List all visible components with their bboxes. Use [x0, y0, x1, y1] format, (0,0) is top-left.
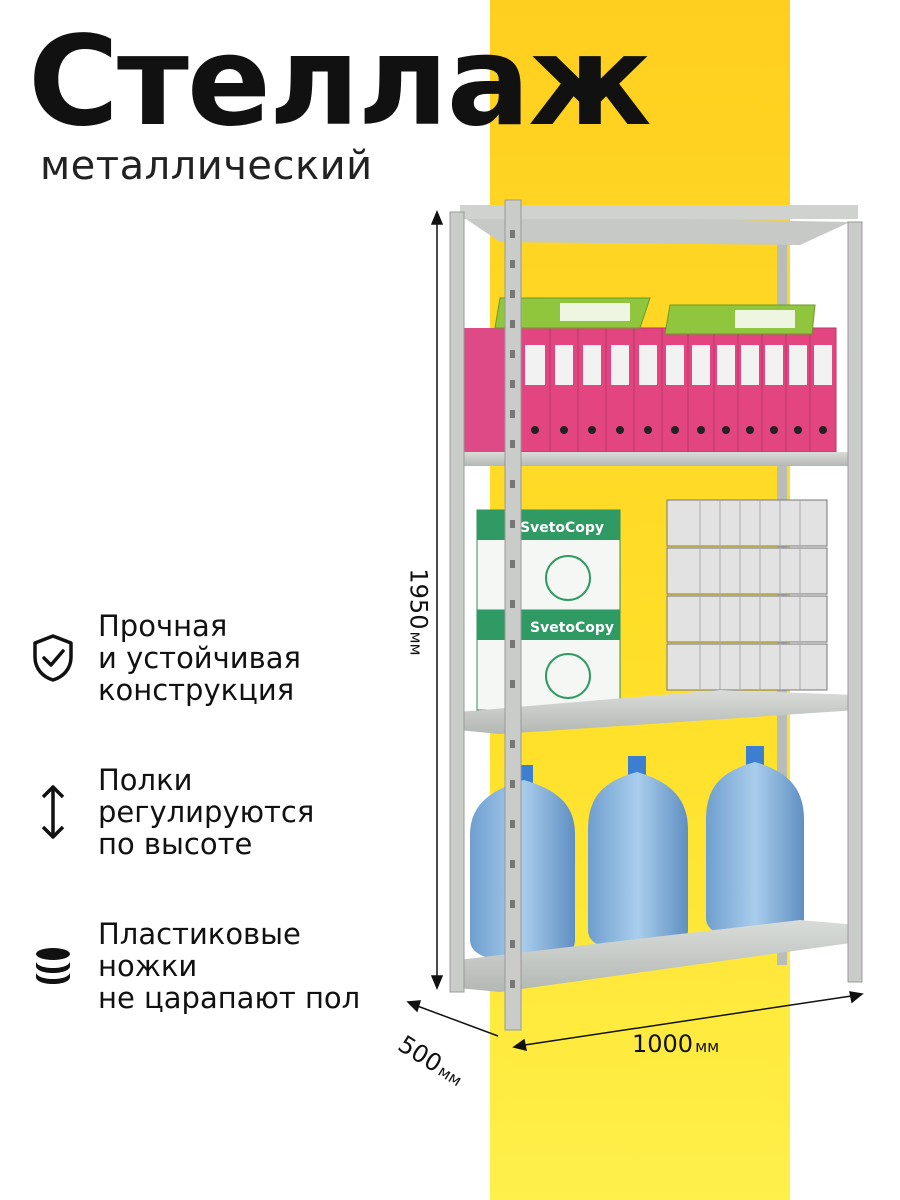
- page-subtitle: металлический: [40, 143, 373, 189]
- feature-text-line: Полки: [98, 763, 193, 797]
- rack-post-back: [777, 225, 787, 965]
- paper-boxes-stack: SvetoCopy SvetoCopy: [476, 509, 621, 711]
- rack-shelf-bottom: [458, 920, 858, 992]
- feature-text-line: конструкция: [98, 673, 295, 707]
- rack-shelf-top-edge: [460, 205, 858, 219]
- feature-text-line: регулируются: [98, 795, 315, 829]
- paper-brand-label: SvetoCopy: [530, 620, 614, 636]
- green-binders: [494, 297, 816, 335]
- feature-text-line: ножки: [98, 949, 198, 983]
- dimension-width-value: 1000: [632, 1030, 694, 1058]
- feature-text-line: не царапают пол: [98, 981, 361, 1015]
- dimension-width-unit: мм: [695, 1037, 720, 1056]
- feature-text-line: по высоте: [98, 827, 253, 861]
- feature-adjustable: Полки регулируются по высоте: [28, 764, 314, 860]
- page-title: Стеллаж: [28, 10, 652, 154]
- rack-posts-front: [449, 199, 863, 1031]
- vertical-arrows-icon: [28, 785, 78, 839]
- shield-check-icon: [28, 633, 78, 683]
- feature-text-line: и устойчивая: [98, 641, 301, 675]
- dimension-height-unit: мм: [406, 631, 426, 656]
- feature-strength: Прочная и устойчивая конструкция: [28, 610, 301, 706]
- rack-shelf-second: [458, 452, 858, 466]
- archive-boxes-stack: [666, 499, 828, 691]
- dimension-lines: [406, 210, 864, 1052]
- feature-text-line: Прочная: [98, 609, 228, 643]
- stack-discs-icon: [28, 941, 78, 991]
- rack-shelf-third: [458, 690, 858, 734]
- feature-text-line: Пластиковые: [98, 917, 301, 951]
- paper-brand-label: SvetoCopy: [520, 520, 604, 536]
- rack-shelf-top: [460, 215, 850, 245]
- feature-plastic-feet: Пластиковые ножки не царапают пол: [28, 918, 360, 1014]
- dimension-height: 1950мм: [405, 568, 433, 655]
- dimension-height-value: 1950: [404, 568, 433, 630]
